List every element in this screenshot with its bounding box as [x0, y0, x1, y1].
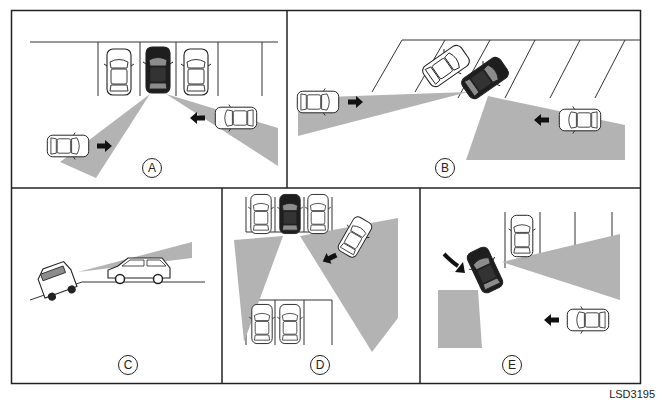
vehicle	[47, 133, 88, 160]
vehicle	[509, 215, 536, 256]
vehicle	[334, 214, 376, 261]
parking-line	[304, 197, 305, 232]
sensor-zone	[298, 92, 468, 136]
callout-letter: E	[508, 359, 516, 371]
motion-arrow	[544, 314, 559, 326]
vehicle	[277, 304, 303, 343]
parking-line	[246, 197, 247, 232]
sensor-zone	[166, 94, 278, 166]
motion-arrow	[444, 254, 458, 266]
callout-circle: C	[118, 355, 138, 375]
sensor-zone	[438, 290, 482, 348]
parking-line	[98, 42, 99, 96]
vehicle	[567, 307, 608, 334]
parking-line	[262, 42, 263, 96]
callout-circle: D	[310, 355, 330, 375]
motion-arrow	[190, 112, 205, 124]
vehicle	[108, 258, 170, 284]
vehicle	[297, 89, 338, 116]
parking-line	[275, 197, 276, 232]
parking-line	[595, 40, 625, 98]
callout-circle: B	[435, 158, 455, 178]
parking-line	[402, 40, 640, 41]
vehicle	[181, 49, 211, 95]
vehicle	[559, 107, 600, 134]
motion-arrow	[320, 250, 339, 267]
vehicle	[104, 49, 134, 95]
sensor-zone	[502, 234, 620, 300]
own-vehicle	[143, 47, 173, 93]
panel-frames	[11, 10, 641, 384]
vehicle	[305, 194, 331, 233]
sensor-zone	[234, 236, 283, 342]
parking-line	[304, 300, 305, 345]
sensor-zone	[466, 96, 625, 160]
callout-letter: C	[124, 359, 133, 371]
parking-line	[505, 212, 506, 268]
parking-line	[176, 42, 177, 96]
parking-line	[275, 300, 276, 345]
parking-line	[505, 40, 535, 98]
own-vehicle	[463, 244, 507, 296]
callout-letter: D	[316, 359, 325, 371]
figure-code: LSD3195	[609, 388, 655, 400]
vehicle	[248, 194, 274, 233]
sensor-zone	[300, 218, 398, 352]
vehicle	[215, 105, 256, 132]
parking-line	[140, 42, 141, 96]
motion-arrow	[455, 262, 465, 273]
motion-arrow	[348, 96, 363, 108]
callout-letter: B	[441, 162, 449, 174]
own-vehicle	[35, 260, 78, 303]
parking-line	[332, 300, 333, 345]
callout-circle: E	[502, 355, 522, 375]
callout-letter: A	[148, 162, 156, 174]
motion-arrow	[534, 114, 549, 126]
own-vehicle	[277, 194, 303, 233]
motion-arrow	[97, 140, 112, 152]
callout-circle: A	[142, 158, 162, 178]
parking-line	[332, 197, 333, 232]
scene	[30, 40, 640, 352]
own-vehicle	[458, 53, 513, 104]
parking-line	[218, 42, 219, 96]
parking-line	[372, 40, 402, 92]
vehicle	[249, 304, 275, 343]
parking-line	[550, 40, 580, 98]
parking-line	[30, 42, 278, 43]
